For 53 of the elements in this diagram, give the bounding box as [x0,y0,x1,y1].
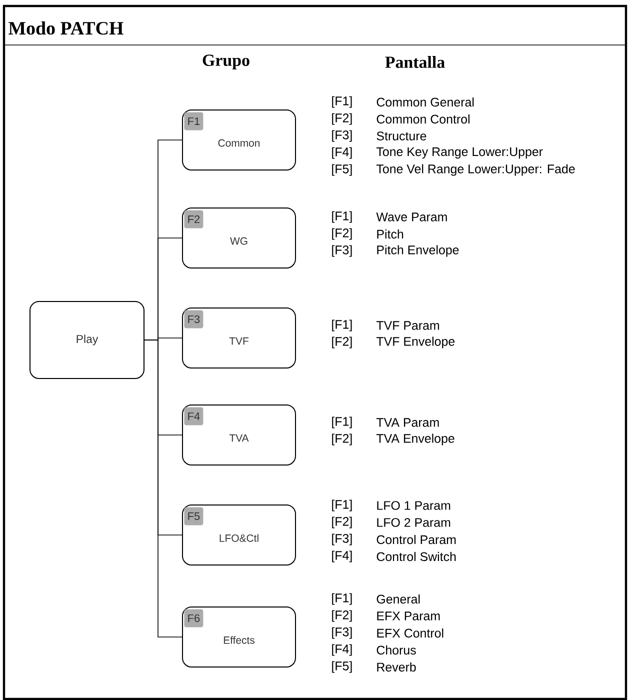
screen-item: TVA Envelope [376,434,454,446]
screen-item: Structure [376,132,426,140]
screen-item: Wave Param [376,212,447,222]
screen-item: EFX Param [377,612,440,620]
column-heading: Pantalla [385,56,445,68]
screen-item: Pitch [377,229,404,239]
key-label: [F1] [332,320,352,332]
screen-item: Chorus [376,645,416,655]
screen-item: LFO 1 Param [377,501,450,510]
key-label: [F3] [332,627,352,639]
connector-line [144,340,182,638]
key-label: [F1] [332,96,352,108]
badge: F4 [184,407,204,426]
screen-item: Tone Vel Range Lower:Upper: Fade [376,164,575,176]
title: Modo PATCH [8,21,124,35]
key-label: [F2] [332,434,352,446]
key-label: [F1] [332,593,352,605]
key-label: [F4] [332,147,352,159]
key-label: [F1] [332,211,352,223]
key-label: [F3] [332,245,352,257]
screen-item: Common Control [376,114,470,124]
key-label: [F1] [332,416,352,428]
key-label: [F5] [332,164,352,176]
screen-item: Control Param [376,534,456,544]
screen-item: TVF Envelope [376,336,455,348]
key-label: [F2] [332,610,352,622]
badge: F6 [184,609,204,628]
screen-item: LFO 2 Param [377,518,450,527]
screen-item: Pitch Envelope [377,245,459,257]
screen-item: TVF Param [376,321,440,330]
screen-item: TVA Param [376,418,439,427]
key-label: [F2] [332,336,352,348]
screen-item: Control Switch [376,552,456,562]
key-label: [F2] [332,228,352,240]
key-label: [F2] [332,516,352,528]
badge: F3 [184,310,204,328]
group-box: Play [30,301,144,379]
key-label: [F4] [332,644,352,656]
key-label: [F3] [332,130,352,142]
key-label: [F4] [332,550,352,562]
badge: F2 [184,210,204,228]
screen-item: Tone Key Range Lower:Upper [376,147,543,159]
key-label: [F1] [332,500,352,512]
screen-item: General [376,594,420,604]
screen-item: Reverb [377,662,416,672]
screen-item: Common General [376,97,474,107]
column-heading: Grupo [202,54,250,70]
key-label: [F3] [332,534,352,546]
screen-item: EFX Control [377,628,444,638]
badge: F1 [184,112,204,130]
key-label: [F2] [332,113,352,125]
badge: F5 [184,507,204,526]
key-label: [F5] [332,661,352,673]
